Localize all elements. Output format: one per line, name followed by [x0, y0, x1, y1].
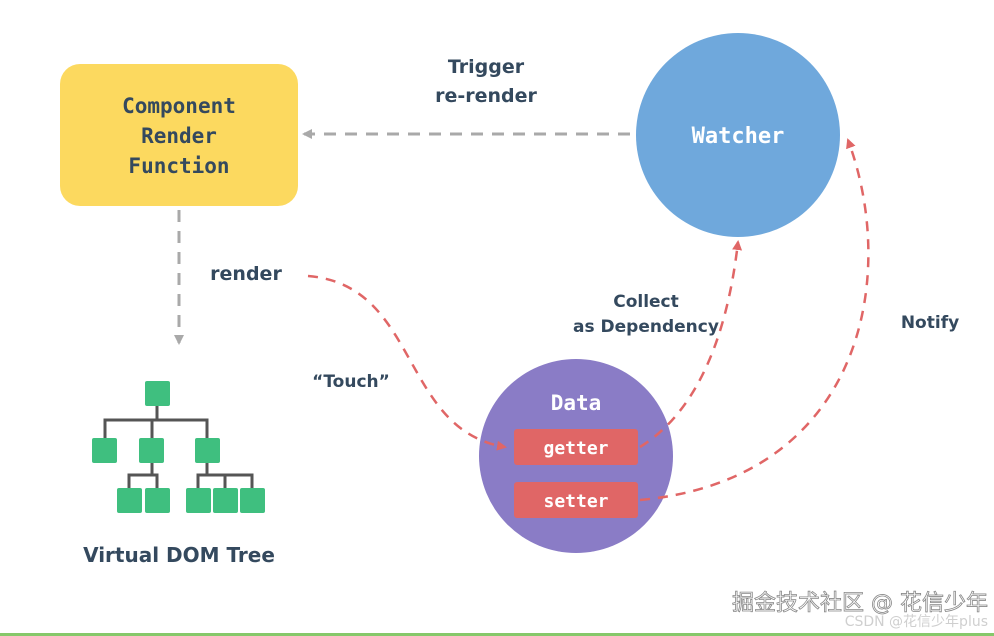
setter-chip: setter [514, 482, 638, 518]
touch-label: “Touch” [312, 372, 390, 392]
watcher-label: Watcher [692, 124, 785, 149]
trigger-label-line-2: re-render [435, 85, 537, 107]
setter-label: setter [543, 491, 608, 512]
trigger-label-line-1: Trigger [448, 56, 525, 78]
data-label: Data [551, 391, 602, 415]
virtual-dom-tree-label: Virtual DOM Tree [83, 543, 275, 567]
getter-label: getter [543, 438, 608, 459]
render-function-label-line-1: Component [122, 94, 236, 118]
watermark-main: 掘金技术社区 @ 花信少年 [732, 591, 988, 616]
watermark-sub: CSDN @花信少年plus [845, 614, 988, 630]
notify-label: Notify [901, 313, 959, 333]
collect-label-line-2: as Dependency [573, 317, 719, 337]
touch-edge [307, 274, 507, 451]
render-function-label-line-3: Function [128, 154, 229, 178]
data-node: Data getter setter [479, 359, 673, 553]
render-function-label-line-2: Render [141, 124, 217, 148]
getter-chip: getter [514, 429, 638, 465]
bottom-border [0, 633, 994, 636]
collect-dependency-edge [639, 240, 743, 449]
render-function-node: Component Render Function [60, 64, 298, 206]
render-label: render [210, 263, 282, 285]
collect-label-line-1: Collect [613, 292, 679, 312]
virtual-dom-tree-icon [92, 381, 265, 513]
watcher-node: Watcher [636, 33, 840, 237]
notify-edge [639, 138, 870, 502]
